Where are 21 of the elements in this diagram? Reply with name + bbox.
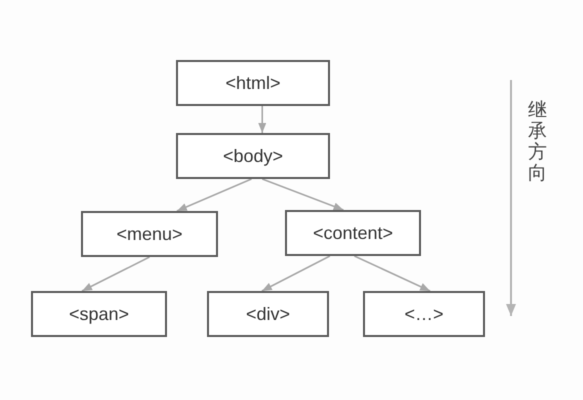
tag-name: <content> [312,222,394,244]
arrow [258,106,266,133]
tag-box [31,291,167,337]
tag-name: <div> [246,304,290,324]
arrow [82,256,150,292]
arrow [262,255,330,292]
arrow [354,255,430,292]
tag-name: <span> [68,304,130,324]
tag-name: <body> [222,146,284,166]
tag-box [176,133,330,179]
tag-box [207,291,329,337]
tag-name: <…> [404,304,444,324]
arrow [176,178,252,212]
arrow [262,178,344,211]
tag-name: <html> [225,72,281,94]
direction-label: 继承方向 [528,100,547,184]
tag-name: <menu> [116,224,183,244]
tag-box [363,291,485,337]
tag-box [285,210,421,256]
tag-box [176,60,330,106]
tag-box [81,211,218,257]
